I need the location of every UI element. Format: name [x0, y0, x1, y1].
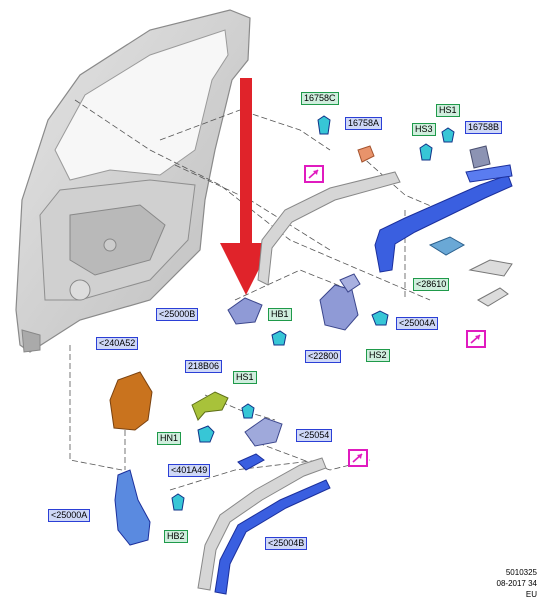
window-channel-upper [257, 171, 401, 286]
handle-part-28610 [428, 236, 513, 307]
label-HS1-lower: HS1 [233, 371, 257, 384]
label-22800: <22800 [305, 350, 342, 363]
label-HS1-upper: HS1 [436, 104, 460, 117]
callout-arrow-icon [466, 330, 486, 348]
part-218B06 [191, 391, 255, 443]
label-HB1: HB1 [268, 308, 292, 321]
label-HN1: HN1 [157, 432, 182, 445]
rear-door-shell [15, 9, 251, 353]
label-16758B: 16758B [465, 121, 503, 134]
callout-arrow-icon [348, 449, 368, 467]
label-28610: <28610 [413, 278, 450, 291]
upper-fasteners [317, 115, 491, 169]
label-16758A: 16758A [345, 117, 383, 130]
label-25000B: <25000B [156, 308, 199, 321]
callout-arrow-icon [304, 165, 324, 183]
glass-run-rail-upper [374, 164, 513, 273]
window-channel-lower [197, 457, 331, 595]
latch-part-22800 [319, 273, 389, 331]
label-25054: <25054 [296, 429, 333, 442]
label-HS2: HS2 [366, 349, 390, 362]
label-25000A: <25000A [48, 509, 91, 522]
footer-date: 08-2017 34 [496, 579, 537, 588]
label-HS3: HS3 [412, 123, 436, 136]
red-pointer-arrow-icon [220, 78, 272, 295]
hinge-part-25000A [114, 469, 185, 546]
label-218B06: 218B06 [185, 360, 223, 373]
label-25004B: <25004B [265, 537, 308, 550]
label-25004A: <25004A [396, 317, 439, 330]
hinge-part-25054 [244, 417, 283, 447]
label-HB2: HB2 [164, 530, 188, 543]
part-401A49 [237, 453, 265, 471]
bracket-part-25000B [227, 297, 287, 346]
label-401A49: <401A49 [168, 464, 211, 477]
label-240A52: <240A52 [96, 337, 139, 350]
panel-part-240A52 [109, 371, 153, 431]
footer-code: 5010325 [505, 568, 537, 577]
footer-region: EU [525, 590, 537, 599]
label-16758C: 16758C [301, 92, 339, 105]
